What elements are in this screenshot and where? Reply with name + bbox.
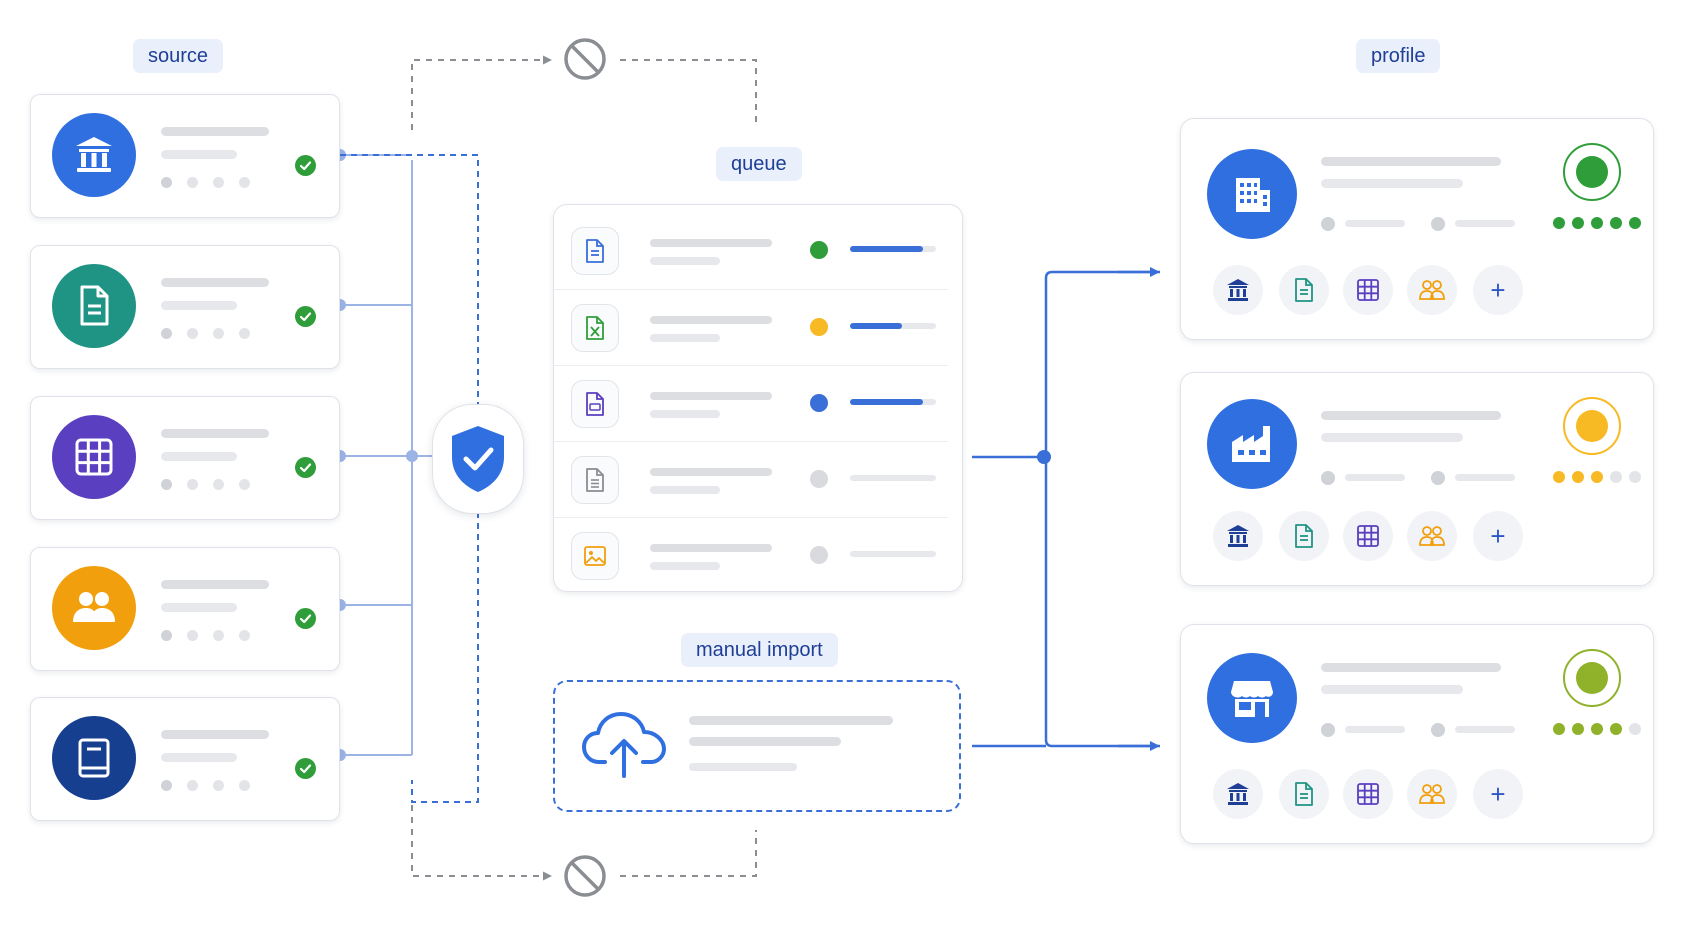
progress-bar bbox=[850, 246, 936, 252]
source-card-bank[interactable] bbox=[30, 94, 340, 218]
check-icon bbox=[295, 758, 316, 779]
rating-dot bbox=[1572, 471, 1584, 483]
shield-check-icon bbox=[452, 426, 504, 492]
queue-item[interactable] bbox=[554, 441, 948, 517]
grid-icon[interactable] bbox=[1343, 769, 1393, 819]
rating-dots bbox=[1553, 217, 1653, 231]
status-indicator bbox=[1563, 397, 1621, 455]
blocked-icon bbox=[564, 38, 606, 80]
status-dot bbox=[810, 241, 828, 259]
queue-item[interactable] bbox=[554, 213, 948, 288]
office-building-icon bbox=[1207, 149, 1297, 239]
bank-icon[interactable] bbox=[1213, 511, 1263, 561]
source-card-people[interactable] bbox=[30, 547, 340, 671]
storefront-icon bbox=[1207, 653, 1297, 743]
rating-dot bbox=[1629, 217, 1641, 229]
rating-dot bbox=[1629, 471, 1641, 483]
blocked-icon bbox=[564, 855, 606, 897]
pdf-icon bbox=[571, 380, 619, 428]
add-button[interactable]: + bbox=[1473, 511, 1523, 561]
plus-icon: + bbox=[1490, 275, 1506, 305]
status-indicator bbox=[1563, 143, 1621, 201]
queue-label: queue bbox=[716, 147, 802, 181]
rating-dot bbox=[1610, 217, 1622, 229]
queue-item[interactable] bbox=[554, 289, 948, 365]
progress-bar bbox=[850, 399, 936, 405]
check-icon bbox=[295, 306, 316, 327]
rating-dot bbox=[1591, 471, 1603, 483]
book-icon bbox=[52, 716, 136, 800]
validation-path bbox=[340, 154, 479, 803]
source-label: source bbox=[133, 39, 224, 73]
queue-item[interactable] bbox=[554, 517, 948, 593]
people-icon bbox=[52, 566, 136, 650]
source-card-book[interactable] bbox=[30, 697, 340, 821]
bank-icon[interactable] bbox=[1213, 769, 1263, 819]
rating-dot bbox=[1553, 723, 1565, 735]
reject-path-top bbox=[411, 55, 552, 130]
status-dot bbox=[810, 470, 828, 488]
people-icon[interactable] bbox=[1407, 511, 1457, 561]
bank-icon bbox=[52, 113, 136, 197]
factory-icon bbox=[1207, 399, 1297, 489]
rating-dot bbox=[1553, 471, 1565, 483]
status-dot bbox=[810, 394, 828, 412]
status-dot bbox=[810, 318, 828, 336]
queue-item[interactable] bbox=[554, 365, 948, 441]
document-icon bbox=[52, 264, 136, 348]
plus-icon: + bbox=[1490, 779, 1506, 809]
profile-card-office[interactable]: + bbox=[1180, 118, 1654, 340]
plus-icon: + bbox=[1490, 521, 1506, 551]
profile-card-store[interactable]: + bbox=[1180, 624, 1654, 844]
rating-dot bbox=[1610, 723, 1622, 735]
check-icon bbox=[295, 608, 316, 629]
rating-dot bbox=[1572, 723, 1584, 735]
rating-dot bbox=[1553, 217, 1565, 229]
rating-dot bbox=[1572, 217, 1584, 229]
progress-bar bbox=[850, 551, 936, 557]
people-icon[interactable] bbox=[1407, 769, 1457, 819]
add-button[interactable]: + bbox=[1473, 265, 1523, 315]
status-dot bbox=[810, 546, 828, 564]
queue-panel bbox=[553, 204, 963, 592]
spreadsheet-icon bbox=[571, 304, 619, 352]
add-button[interactable]: + bbox=[1473, 769, 1523, 819]
grid-icon bbox=[52, 415, 136, 499]
rating-dot bbox=[1629, 723, 1641, 735]
progress-bar bbox=[850, 475, 936, 481]
check-icon bbox=[295, 155, 316, 176]
rating-dots bbox=[1553, 471, 1653, 485]
status-indicator bbox=[1563, 649, 1621, 707]
document-icon bbox=[571, 227, 619, 275]
people-icon[interactable] bbox=[1407, 265, 1457, 315]
grid-icon[interactable] bbox=[1343, 265, 1393, 315]
document-icon[interactable] bbox=[1279, 769, 1329, 819]
rating-dot bbox=[1610, 471, 1622, 483]
rating-dot bbox=[1591, 723, 1603, 735]
manual-import-dropzone[interactable] bbox=[553, 680, 961, 812]
document-icon[interactable] bbox=[1279, 265, 1329, 315]
profile-label: profile bbox=[1356, 39, 1441, 73]
validation-shield bbox=[432, 404, 524, 514]
image-icon bbox=[571, 532, 619, 580]
reject-path-bottom bbox=[411, 805, 552, 881]
rating-dots bbox=[1553, 723, 1653, 737]
document-icon[interactable] bbox=[1279, 511, 1329, 561]
bank-icon[interactable] bbox=[1213, 265, 1263, 315]
progress-bar bbox=[850, 323, 936, 329]
grid-icon[interactable] bbox=[1343, 511, 1393, 561]
source-card-document[interactable] bbox=[30, 245, 340, 369]
rating-dot bbox=[1591, 217, 1603, 229]
source-card-grid[interactable] bbox=[30, 396, 340, 520]
profile-card-factory[interactable]: + bbox=[1180, 372, 1654, 586]
cloud-upload-icon bbox=[582, 712, 666, 778]
text-file-icon bbox=[571, 456, 619, 504]
manual-import-label: manual import bbox=[681, 633, 838, 667]
check-icon bbox=[295, 457, 316, 478]
source-connectors bbox=[340, 154, 432, 756]
